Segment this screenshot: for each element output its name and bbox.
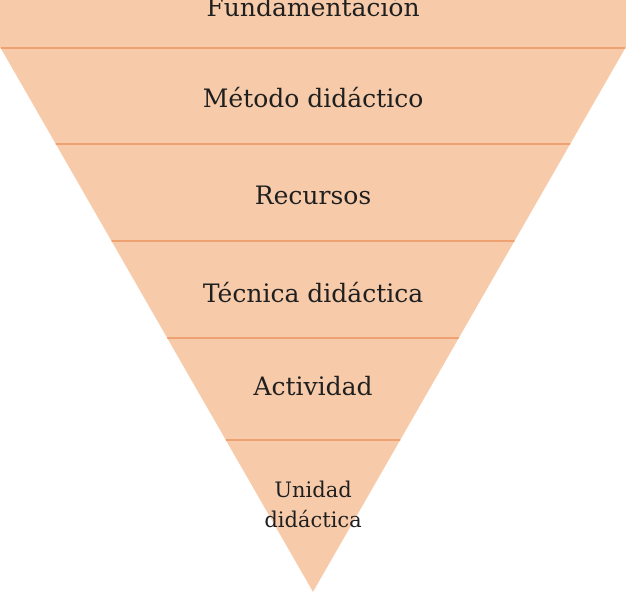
- level-dividers: [0, 47, 626, 441]
- level-label: Recursos: [255, 181, 371, 210]
- level-label: Actividad: [252, 372, 372, 401]
- level-label: didáctica: [264, 508, 361, 532]
- level-label: Unidad: [274, 478, 351, 502]
- level-label: Fundamentación: [206, 0, 419, 22]
- level-label: Método didáctico: [203, 84, 424, 113]
- level-label: Técnica didáctica: [203, 279, 423, 308]
